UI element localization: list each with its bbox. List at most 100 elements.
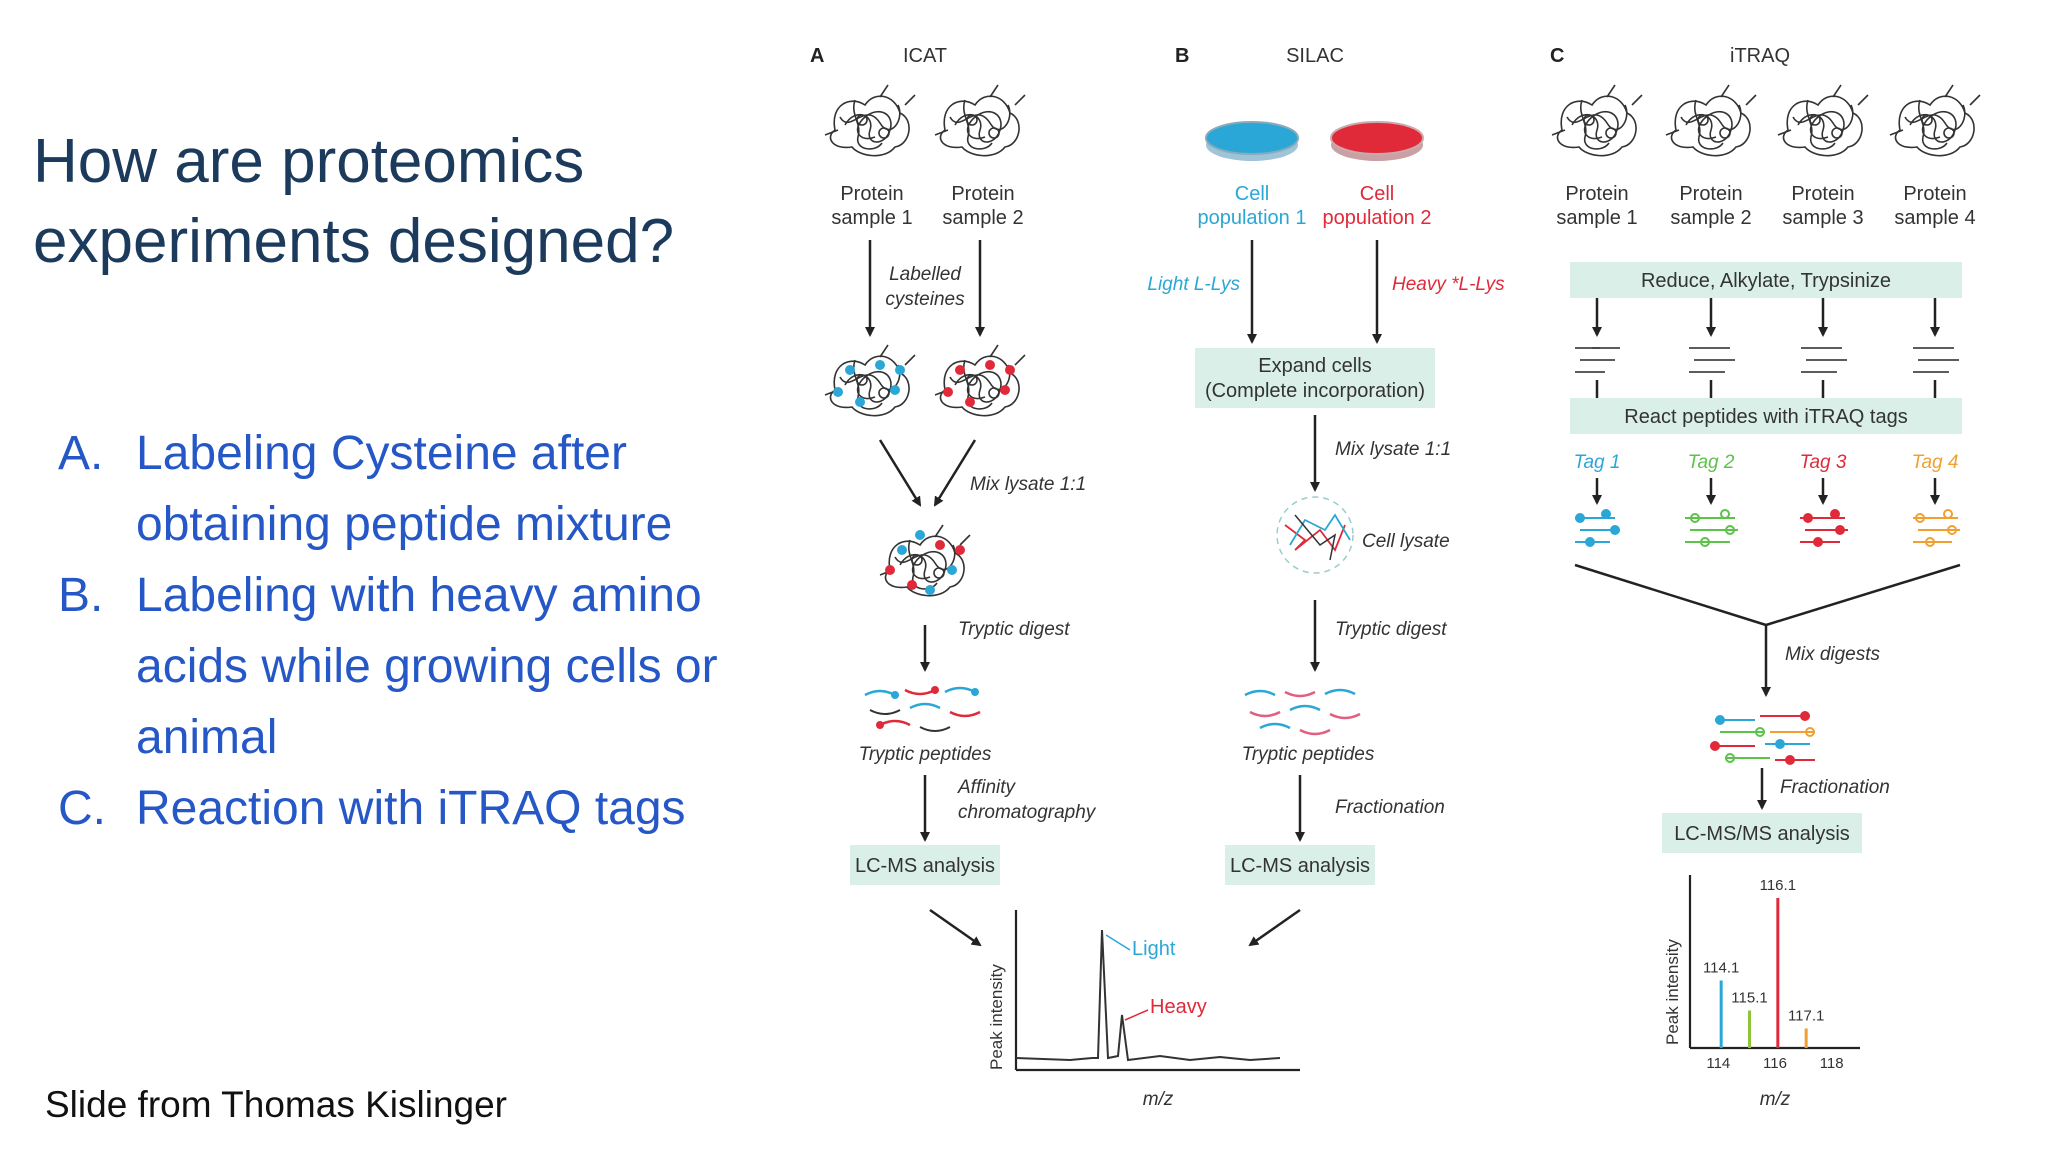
arrow bbox=[929, 908, 982, 947]
silac-cell1-line2: population 1 bbox=[1198, 207, 1307, 229]
itraq-mixed-peptides-icon bbox=[1710, 711, 1815, 765]
tagged-peptides-tag2-icon bbox=[1685, 509, 1738, 547]
icat-title: ICAT bbox=[903, 45, 947, 67]
itraq-digest-arrows bbox=[1592, 298, 1940, 337]
slide-credit: Slide from Thomas Kislinger bbox=[45, 1084, 507, 1125]
silac-heavy-label: Heavy *L-Lys bbox=[1392, 274, 1505, 295]
title-line-2: experiments designed? bbox=[33, 207, 675, 276]
silac-mix-label: Mix lysate 1:1 bbox=[1335, 439, 1451, 460]
silac-peptides-icon bbox=[1244, 688, 1361, 736]
silac-analysis-box bbox=[1225, 845, 1375, 885]
itraq-sample2-line2: sample 2 bbox=[1670, 207, 1751, 229]
icat-digest-label: Tryptic digest bbox=[958, 619, 1070, 640]
icat-analysis-box bbox=[850, 845, 1000, 885]
itraq-sample2-line1: Protein bbox=[1679, 183, 1742, 205]
icat-analysis-label: LC-MS analysis bbox=[855, 855, 995, 877]
bullet-letter: B. bbox=[58, 569, 104, 622]
bullet-list: A. Labeling Cysteine after obtaining pep… bbox=[58, 418, 836, 844]
bullet-line: obtaining peptide mixture bbox=[136, 498, 673, 551]
icat-sample1-line1: Protein bbox=[840, 183, 903, 205]
silac-expand-line2: (Complete incorporation) bbox=[1205, 380, 1425, 402]
bullet-line: Labeling Cysteine after bbox=[136, 427, 627, 480]
itraq-sample1-line1: Protein bbox=[1565, 183, 1628, 205]
spectrum2-peak-label: 114.1 bbox=[1703, 960, 1739, 977]
itraq-sample4-line1: Protein bbox=[1903, 183, 1966, 205]
bullet-text: Labeling Cysteine after obtaining peptid… bbox=[136, 418, 836, 560]
icat-mix-label: Mix lysate 1:1 bbox=[970, 474, 1086, 495]
itraq-mix-label: Mix digests bbox=[1785, 644, 1881, 665]
protein-1-icon bbox=[1551, 84, 1643, 157]
itraq-fractionation-label: Fractionation bbox=[1780, 777, 1890, 798]
itraq-analysis-box bbox=[1662, 813, 1862, 853]
silac-cell2-line1: Cell bbox=[1360, 183, 1394, 205]
bullet-letter: C. bbox=[58, 782, 106, 835]
itraq-merge-lines bbox=[1574, 563, 1961, 627]
cell-dish-blue-icon bbox=[1205, 121, 1299, 161]
spectrum2-xlabel: m/z bbox=[1760, 1089, 1791, 1110]
protein-1-icon bbox=[824, 84, 916, 157]
icat-labelled-line2: cysteines bbox=[885, 289, 965, 310]
bullet-text: Labeling with heavy amino acids while gr… bbox=[136, 560, 836, 773]
icat-sample2-line1: Protein bbox=[951, 183, 1014, 205]
itraq-sample3-line2: sample 3 bbox=[1782, 207, 1863, 229]
bullet-text: Reaction with iTRAQ tags bbox=[136, 773, 836, 844]
silac-peptides-label: Tryptic peptides bbox=[1242, 744, 1375, 765]
bullet-line: Reaction with iTRAQ tags bbox=[136, 782, 686, 835]
spectrum1-light-label: Light bbox=[1132, 938, 1176, 960]
tagged-peptides-tag3-icon bbox=[1800, 509, 1848, 547]
protein-3-icon bbox=[1777, 84, 1869, 157]
bullet-c: C. Reaction with iTRAQ tags bbox=[58, 773, 836, 844]
silac-expand-line1: Expand cells bbox=[1258, 355, 1371, 377]
spectrum2-tick: 118 bbox=[1820, 1055, 1844, 1072]
bullet-b: B. Labeling with heavy amino acids while… bbox=[58, 560, 836, 773]
silac-lysate-label: Cell lysate bbox=[1362, 531, 1450, 552]
icat-sample2-line2: sample 2 bbox=[942, 207, 1023, 229]
cell-lysate-icon bbox=[1276, 496, 1354, 574]
arrow bbox=[1248, 908, 1301, 947]
spectrum1-ylabel: Peak intensity bbox=[987, 964, 1006, 1070]
panel-label-c: C bbox=[1550, 45, 1564, 67]
silac-expand-box bbox=[1195, 348, 1435, 408]
itraq-analysis-label: LC-MS/MS analysis bbox=[1674, 823, 1850, 845]
spectrum1-heavy-label: Heavy bbox=[1150, 996, 1207, 1018]
protein-2-icon bbox=[1665, 84, 1757, 157]
heavy-leader bbox=[1124, 1009, 1149, 1021]
tryptic-peptides-icon bbox=[864, 686, 981, 732]
mixed-protein-icon bbox=[879, 524, 971, 597]
spectrum-itraq-reporter: 114.1 115.1 116.1 117.1 114 116 118 Peak… bbox=[1663, 875, 1860, 1110]
protein-4-icon bbox=[1889, 84, 1981, 157]
silac-analysis-label: LC-MS analysis bbox=[1230, 855, 1370, 877]
bullet-line: Labeling with heavy amino bbox=[136, 569, 702, 622]
arrow bbox=[878, 439, 922, 507]
cell-dish-red-icon bbox=[1330, 121, 1424, 161]
icat-peptides-label: Tryptic peptides bbox=[859, 744, 992, 765]
spectrum2-peak-label: 117.1 bbox=[1788, 1008, 1824, 1025]
light-leader bbox=[1105, 934, 1131, 951]
silac-digest-label: Tryptic digest bbox=[1335, 619, 1447, 640]
spectrum2-tick: 114 bbox=[1706, 1055, 1730, 1072]
arrow bbox=[933, 439, 977, 507]
title-line-1: How are proteomics bbox=[33, 127, 585, 196]
spectrum2-tick: 116 bbox=[1763, 1055, 1787, 1072]
bullet-a: A. Labeling Cysteine after obtaining pep… bbox=[58, 418, 836, 560]
spectrum-light-heavy: Light Heavy Peak intensity m/z bbox=[987, 910, 1300, 1110]
itraq-sample1-line2: sample 1 bbox=[1556, 207, 1637, 229]
silac-cell2-line2: population 2 bbox=[1323, 207, 1432, 229]
panel-label-a: A bbox=[810, 45, 824, 67]
itraq-tag2-label: Tag 2 bbox=[1688, 452, 1735, 473]
itraq-tag4-label: Tag 4 bbox=[1912, 452, 1959, 473]
spectrum1-trace bbox=[1015, 929, 1281, 1062]
silac-title: SILAC bbox=[1286, 45, 1344, 67]
itraq-react-box bbox=[1570, 398, 1962, 434]
bullet-line: acids while growing cells or bbox=[136, 640, 718, 693]
labelled-protein-red-icon bbox=[934, 344, 1026, 417]
silac-fractionation-label: Fractionation bbox=[1335, 797, 1445, 818]
itraq-reduce-box bbox=[1570, 262, 1962, 298]
silac-light-label: Light L-Lys bbox=[1147, 274, 1240, 295]
spectrum1-xlabel: m/z bbox=[1143, 1089, 1174, 1110]
itraq-tag1-label: Tag 1 bbox=[1574, 452, 1621, 473]
itraq-react-arrows bbox=[1595, 380, 1937, 398]
itraq-tag-arrows bbox=[1592, 478, 1940, 505]
slide-title: How are proteomics experiments designed? bbox=[33, 122, 674, 282]
itraq-react-label: React peptides with iTRAQ tags bbox=[1624, 406, 1907, 428]
